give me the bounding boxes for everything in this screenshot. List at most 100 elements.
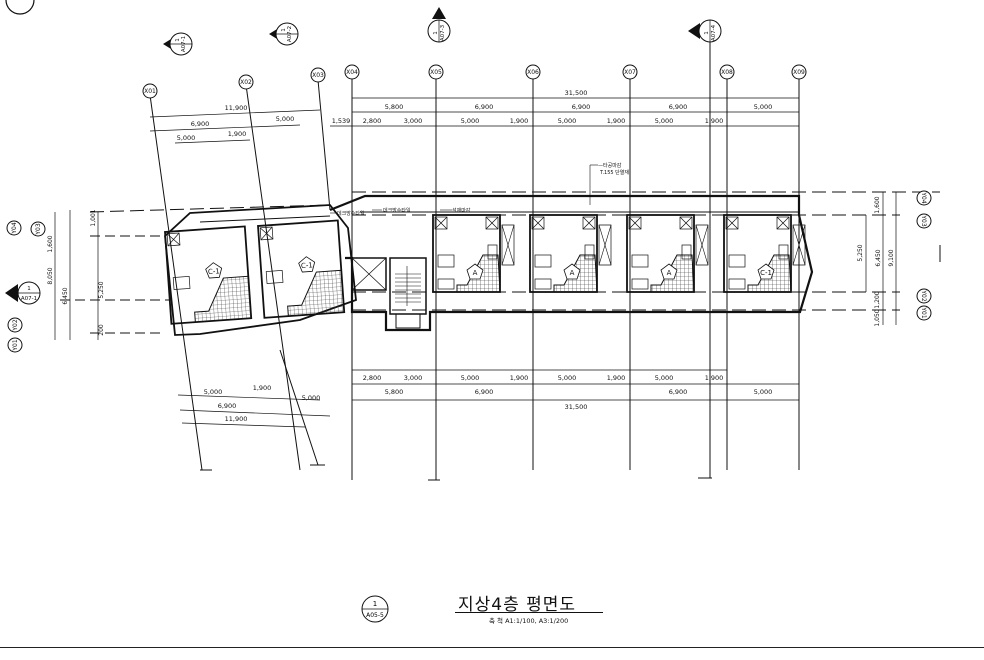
svg-text:1: 1 [704, 31, 710, 35]
dimension-text-left: 11,900 6,900 5,000 5,000 1,900 5,000 1,9… [177, 104, 321, 423]
svg-text:5,000: 5,000 [204, 388, 223, 396]
svg-text:Y04: Y04 [920, 191, 927, 203]
svg-text:5,000: 5,000 [276, 115, 295, 123]
dimension-lines-vertical-right [865, 192, 897, 325]
svg-text:6,450: 6,450 [875, 249, 882, 266]
dimension-text-bottom-right: 2,800 3,000 5,000 1,900 5,000 1,900 5,00… [363, 374, 773, 411]
section-markers: 1 A07-1 1 A07-2 1 A07-3 1 A07-4 1 A07-1 [5, 7, 722, 305]
unit-type-label: A [570, 269, 575, 277]
svg-text:3,000: 3,000 [404, 374, 423, 382]
svg-text:T.155 단열재: T.155 단열재 [599, 169, 629, 176]
svg-text:1,050: 1,050 [874, 309, 881, 326]
svg-text:A05-5: A05-5 [366, 612, 384, 619]
svg-text:3,000: 3,000 [404, 117, 423, 125]
svg-text:X09: X09 [793, 69, 805, 76]
grid-bubble-x04: X04 [344, 64, 360, 80]
svg-text:Y03: Y03 [35, 223, 42, 235]
svg-text:31,500: 31,500 [565, 403, 588, 411]
svg-text:6,450: 6,450 [62, 287, 69, 304]
svg-text:2,800: 2,800 [363, 117, 382, 125]
svg-text:1,900: 1,900 [607, 117, 626, 125]
svg-text:1,900: 1,900 [228, 130, 247, 138]
svg-text:5,800: 5,800 [385, 103, 404, 111]
svg-text:Y01: Y01 [12, 339, 19, 351]
svg-text:—타공마감: —타공마감 [598, 162, 622, 169]
grid-bubble-x07: X07 [622, 64, 638, 80]
unit-type-label: C-1 [208, 267, 220, 276]
svg-text:1,200: 1,200 [874, 291, 881, 308]
grid-bubble-x05: X05 [428, 64, 444, 80]
dimension-text-top-right: 31,500 5,800 6,900 6,900 6,900 5,000 1,5… [332, 89, 773, 125]
svg-text:5,800: 5,800 [385, 388, 404, 396]
unit-type-tag [660, 263, 678, 280]
leader-notes: —타공마감 T.155 단열재 데크방수타일 석재마감 데크방수타일 [330, 162, 629, 217]
svg-text:2,800: 2,800 [363, 374, 382, 382]
stair-core [351, 257, 427, 329]
svg-text:5,000: 5,000 [754, 103, 773, 111]
svg-text:1: 1 [175, 38, 181, 42]
svg-text:A07-1: A07-1 [181, 36, 187, 52]
svg-text:1,600: 1,600 [874, 196, 881, 213]
svg-text:X07: X07 [624, 69, 636, 76]
svg-text:6,900: 6,900 [572, 103, 591, 111]
section-marker-a07-3: 1 A07-3 [427, 7, 451, 43]
svg-text:1,900: 1,900 [705, 374, 724, 382]
svg-text:1,900: 1,900 [705, 117, 724, 125]
svg-text:1: 1 [433, 31, 439, 35]
svg-text:5,000: 5,000 [177, 134, 196, 142]
svg-text:5,000: 5,000 [754, 388, 773, 396]
unit-plan: C-1 [257, 219, 346, 319]
drawing-scale-note: 축 척 A1:1/100, A3:1/200 [489, 617, 569, 625]
grid-bubble-x08: X08 [719, 64, 735, 80]
svg-text:5,250: 5,250 [857, 244, 864, 261]
svg-text:200: 200 [98, 324, 105, 336]
sheet-border-line [0, 647, 984, 648]
svg-text:X05: X05 [430, 69, 442, 76]
svg-text:5,000: 5,000 [461, 117, 480, 125]
grid-bubbles: X01 X02 X03 X04 X05 X06 X07 X08 X09 [142, 64, 807, 99]
cut-marker-arc [5, 0, 35, 15]
unit-type-label: C-1 [760, 269, 772, 277]
unit-plan: A [529, 214, 612, 293]
svg-text:X02: X02 [240, 79, 252, 86]
dimension-text-vertical-left: 1,001 1,600 5,250 8,050 6,450 200 [47, 209, 105, 335]
svg-text:Y02: Y02 [12, 319, 19, 331]
svg-text:A07-1: A07-1 [21, 296, 37, 302]
svg-text:31,500: 31,500 [565, 89, 588, 97]
svg-text:6,900: 6,900 [669, 388, 688, 396]
svg-text:데크방수타일: 데크방수타일 [383, 207, 411, 214]
svg-text:1,001: 1,001 [90, 209, 97, 226]
unit-plan: A [626, 214, 709, 293]
svg-text:6,900: 6,900 [191, 120, 210, 128]
svg-text:11,900: 11,900 [225, 415, 248, 423]
svg-text:9,100: 9,100 [888, 249, 895, 266]
section-marker-a07-1: 1 A07-1 [163, 32, 193, 56]
dimension-lines-vertical-left [54, 210, 99, 340]
svg-text:6,900: 6,900 [475, 103, 494, 111]
svg-text:5,000: 5,000 [302, 394, 321, 402]
unit-type-label: A [667, 269, 672, 277]
title-underline [455, 612, 603, 613]
svg-text:X06: X06 [527, 69, 539, 76]
svg-text:A07-4: A07-4 [711, 24, 717, 41]
svg-text:1,900: 1,900 [510, 117, 529, 125]
drawing-title-block: 1 A05-5 지상4층 평면도 축 척 A1:1/100, A3:1/200 [357, 588, 617, 628]
dimension-text-vertical-right: 1,600 5,250 1,200 1,050 9,100 6,450 [857, 196, 895, 326]
unit-type-tag [205, 262, 223, 279]
svg-text:석재마감: 석재마감 [452, 207, 471, 214]
svg-text:1,900: 1,900 [253, 384, 272, 392]
svg-text:11,900: 11,900 [225, 104, 248, 112]
svg-text:X03: X03 [312, 72, 324, 79]
svg-text:1,900: 1,900 [607, 374, 626, 382]
unit-plan: A [432, 214, 515, 293]
title-reference-bubble: 1 A05-5 [361, 595, 389, 623]
grid-bubble-x01: X01 [142, 83, 158, 99]
unit-type-tag [563, 263, 581, 280]
svg-text:Y04: Y04 [11, 222, 18, 234]
svg-text:Y01: Y01 [920, 306, 927, 318]
svg-text:6,900: 6,900 [218, 402, 237, 410]
grid-bubble-x02: X02 [238, 74, 254, 90]
svg-text:5,250: 5,250 [98, 281, 105, 298]
